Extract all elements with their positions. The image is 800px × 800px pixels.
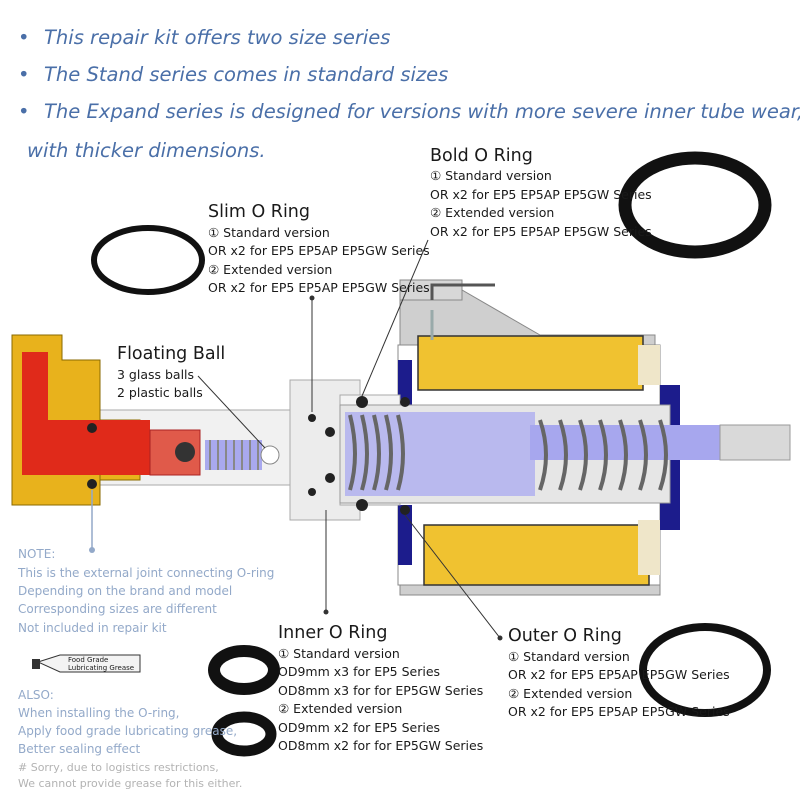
callout-line: 3 glass balls [117,367,195,382]
insert-cap [175,442,195,462]
callout-line: OD9mm x3 for EP5 Series [278,664,441,679]
also-line: Better sealing effect [18,742,141,756]
note-line: Not included in repair kit [18,621,167,635]
leader-dots [309,295,503,641]
grease-label-line: Food Grade [68,656,109,664]
callout-line: OR x2 for EP5 EP5AP EP5GW Series [208,280,430,295]
floating-ball [260,445,280,465]
also-line: When installing the O-ring, [18,706,180,720]
bullet-item: •The Stand series comes in standard size… [18,63,449,86]
footnote-line: We cannot provide grease for this either… [18,777,243,790]
slim-o-ring-image [91,225,205,295]
bold-o-ring-image [618,151,772,259]
also-line: Apply food grade lubricating grease, [18,724,238,738]
note-line: This is the external joint connecting O-… [18,566,275,580]
plunger [345,412,535,496]
callout-line: ① Standard version [430,168,552,183]
coil-cap [638,520,660,575]
note-line: Corresponding sizes are different [18,602,217,616]
note-connector-dot [89,547,95,553]
coil-top [417,335,644,391]
return-spring [538,419,668,491]
output-nozzle [719,424,791,461]
outer-o-ring-image [639,623,771,717]
note-line: Depending on the brand and model [18,584,233,598]
bullet-continuation: with thicker dimensions. [27,139,266,162]
callout-title: Floating Ball [117,344,226,364]
grease-tube-label: Food Grade Lubricating Grease [68,656,134,672]
callout-line: OR x2 for EP5 EP5AP EP5GW Series [430,224,652,239]
callout-line: ② Extended version [508,686,633,701]
callout-title: Inner O Ring [278,623,388,643]
callout-line: OR x2 for EP5 EP5AP EP5GW Series [208,243,430,258]
bullet-text: The Expand series is designed for versio… [44,100,800,123]
callout-line: ① Standard version [208,225,330,240]
leader-lines [197,239,501,639]
callout-line: ② Extended version [278,701,403,716]
coil-cap [638,345,660,385]
also-line: ALSO: [18,688,54,702]
bullet-text: The Stand series comes in standard sizes [44,63,449,86]
inner-o-ring-image-1 [208,645,280,695]
callout-line: 2 plastic balls [117,385,203,400]
callout-line: OR x2 for EP5 EP5AP EP5GW Series [430,187,652,202]
ball-spring [205,440,262,470]
callout-line: ① Standard version [508,649,630,664]
bullet-text: with thicker dimensions. [27,139,266,162]
callout-line: ① Standard version [278,646,400,661]
red-flow-channel [22,352,150,475]
callout-title: Slim O Ring [208,202,311,222]
bullet-item: •This repair kit offers two size series [18,26,391,49]
bullet-text: This repair kit offers two size series [44,26,391,49]
callout-line: OR x2 for EP5 EP5AP EP5GW Series [508,704,730,719]
callout-line: OD8mm x3 for for EP5GW Series [278,683,484,698]
coil-bottom [423,524,650,586]
callout-line: ② Extended version [208,262,333,277]
callout-line: OD9mm x2 for EP5 Series [278,720,441,735]
section-o-rings [87,396,410,515]
footnote-line: # Sorry, due to logistics restrictions, [18,761,219,774]
callout-line: ② Extended version [430,205,555,220]
pin [430,283,495,300]
callout-title: Bold O Ring [430,146,533,166]
callout-line: OR x2 for EP5 EP5AP EP5GW Series [508,667,730,682]
inner-o-ring-image-2 [211,711,277,757]
callout-line: OD8mm x2 for for EP5GW Series [278,738,484,753]
plunger-spring [348,414,405,491]
callout-title: Outer O Ring [508,626,622,646]
note-line: NOTE: [18,547,56,561]
bullet-item: •The Expand series is designed for versi… [18,100,800,123]
grease-tube-icon [32,654,141,673]
grease-label-line: Lubricating Grease [68,664,135,672]
